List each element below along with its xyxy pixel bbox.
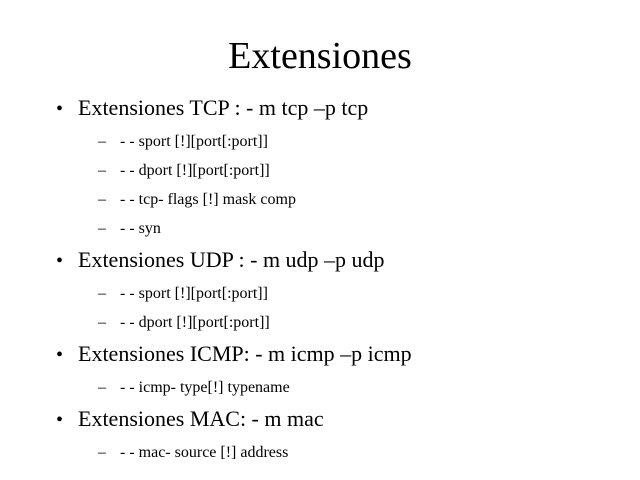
sub-item-text: - - tcp- flags [!] mask comp	[120, 191, 296, 208]
slide-title: Extensiones	[228, 35, 412, 77]
dash-icon: –	[98, 191, 106, 208]
sub-item: – - - syn	[56, 218, 626, 240]
bullet-mac: • Extensiones MAC: - m mac	[56, 405, 626, 434]
bullet-text: Extensiones ICMP: - m icmp –p icmp	[78, 341, 412, 366]
sub-item-text: - - sport [!][port[:port]]	[120, 133, 268, 150]
sub-item: – - - sport [!][port[:port]]	[56, 131, 626, 153]
dash-icon: –	[98, 379, 106, 396]
sub-item-text: - - sport [!][port[:port]]	[120, 285, 268, 302]
sub-item: – - - sport [!][port[:port]]	[56, 283, 626, 305]
slide-content: • Extensiones TCP : - m tcp –p tcp – - -…	[56, 94, 626, 464]
bullet-text: Extensiones MAC: - m mac	[78, 406, 324, 431]
bullet-udp: • Extensiones UDP : - m udp –p udp	[56, 246, 626, 275]
sub-item-text: - - mac- source [!] address	[120, 444, 289, 461]
bullet-dot-icon: •	[56, 250, 64, 272]
bullet-tcp: • Extensiones TCP : - m tcp –p tcp	[56, 94, 626, 123]
bullet-text: Extensiones UDP : - m udp –p udp	[78, 247, 385, 272]
dash-icon: –	[98, 162, 106, 179]
bullet-dot-icon: •	[56, 98, 64, 120]
dash-icon: –	[98, 444, 106, 461]
sub-item: – - - tcp- flags [!] mask comp	[56, 189, 626, 211]
bullet-text: Extensiones TCP : - m tcp –p tcp	[78, 95, 369, 120]
bullet-dot-icon: •	[56, 409, 64, 431]
sub-item-text: - - dport [!][port[:port]]	[120, 314, 270, 331]
dash-icon: –	[98, 314, 106, 331]
sub-item: – - - dport [!][port[:port]]	[56, 312, 626, 334]
bullet-icmp: • Extensiones ICMP: - m icmp –p icmp	[56, 340, 626, 369]
sub-item-text: - - syn	[120, 220, 161, 237]
bullet-dot-icon: •	[56, 344, 64, 366]
dash-icon: –	[98, 133, 106, 150]
sub-item: – - - dport [!][port[:port]]	[56, 160, 626, 182]
dash-icon: –	[98, 285, 106, 302]
sub-item-text: - - icmp- type[!] typename	[120, 379, 290, 396]
sub-item: – - - mac- source [!] address	[56, 442, 626, 464]
sub-item: – - - icmp- type[!] typename	[56, 377, 626, 399]
sub-item-text: - - dport [!][port[:port]]	[120, 162, 270, 179]
dash-icon: –	[98, 220, 106, 237]
